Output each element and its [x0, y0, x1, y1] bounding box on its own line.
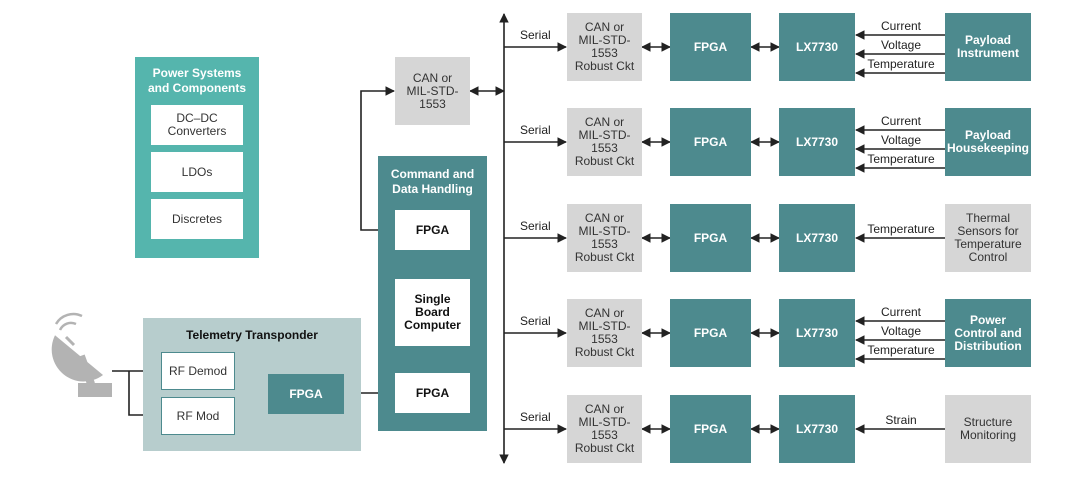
power-item-ldos: LDOs: [151, 152, 243, 192]
cdh-bottom-fpga: FPGA: [395, 373, 470, 413]
signal-label: Voltage: [880, 133, 922, 147]
lx7730-chip: LX7730: [779, 299, 855, 367]
robust-bus-block: CAN or MIL-STD- 1553 Robust Ckt: [567, 204, 642, 272]
power-item-discretes: Discretes: [151, 199, 243, 239]
target-block: Structure Monitoring: [945, 395, 1031, 463]
robust-bus-block: CAN or MIL-STD- 1553 Robust Ckt: [567, 395, 642, 463]
signal-label: Voltage: [880, 324, 922, 338]
signal-label: Current: [880, 19, 921, 33]
rf-demod-block: RF Demod: [161, 352, 235, 390]
channel-fpga: FPGA: [670, 13, 751, 81]
target-block: Power Control and Distribution: [945, 299, 1031, 367]
rf-mod-block: RF Mod: [161, 397, 235, 435]
signal-label: Temperature: [867, 343, 935, 357]
signal-label: Voltage: [880, 38, 922, 52]
power-systems-title: Power Systems and Components: [148, 66, 246, 95]
target-block: Thermal Sensors for Temperature Control: [945, 204, 1031, 272]
serial-label: Serial: [520, 28, 551, 42]
serial-label: Serial: [520, 123, 551, 137]
satellite-dish-icon: [51, 312, 112, 397]
cdh-title: Command and Data Handling: [390, 167, 475, 196]
lx7730-chip: LX7730: [779, 204, 855, 272]
bus-to-cdh-link: [360, 86, 395, 235]
lx7730-chip: LX7730: [779, 108, 855, 176]
signal-label: Strain: [885, 413, 917, 427]
telemetry-title: Telemetry Transponder: [186, 328, 318, 342]
channel-fpga: FPGA: [670, 395, 751, 463]
serial-label: Serial: [520, 314, 551, 328]
cdh-top-fpga: FPGA: [395, 210, 470, 250]
target-block: Payload Housekeeping: [945, 108, 1031, 176]
lx7730-chip: LX7730: [779, 395, 855, 463]
target-block: Payload Instrument: [945, 13, 1031, 81]
lx7730-chip: LX7730: [779, 13, 855, 81]
telemetry-fpga: FPGA: [268, 374, 344, 414]
robust-bus-block: CAN or MIL-STD- 1553 Robust Ckt: [567, 108, 642, 176]
channel-fpga: FPGA: [670, 204, 751, 272]
robust-bus-block: CAN or MIL-STD- 1553 Robust Ckt: [567, 299, 642, 367]
power-item-dcdc: DC–DC Converters: [151, 105, 243, 145]
robust-bus-block: CAN or MIL-STD- 1553 Robust Ckt: [567, 13, 642, 81]
single-board-computer: Single Board Computer: [395, 279, 470, 346]
signal-label: Temperature: [867, 57, 935, 71]
signal-label: Current: [880, 114, 921, 128]
signal-label: Temperature: [867, 222, 935, 236]
channel-fpga: FPGA: [670, 299, 751, 367]
bus-node: CAN or MIL-STD- 1553: [395, 57, 470, 125]
signal-label: Temperature: [867, 152, 935, 166]
signal-label: Current: [880, 305, 921, 319]
channel-fpga: FPGA: [670, 108, 751, 176]
serial-label: Serial: [520, 219, 551, 233]
serial-label: Serial: [520, 410, 551, 424]
